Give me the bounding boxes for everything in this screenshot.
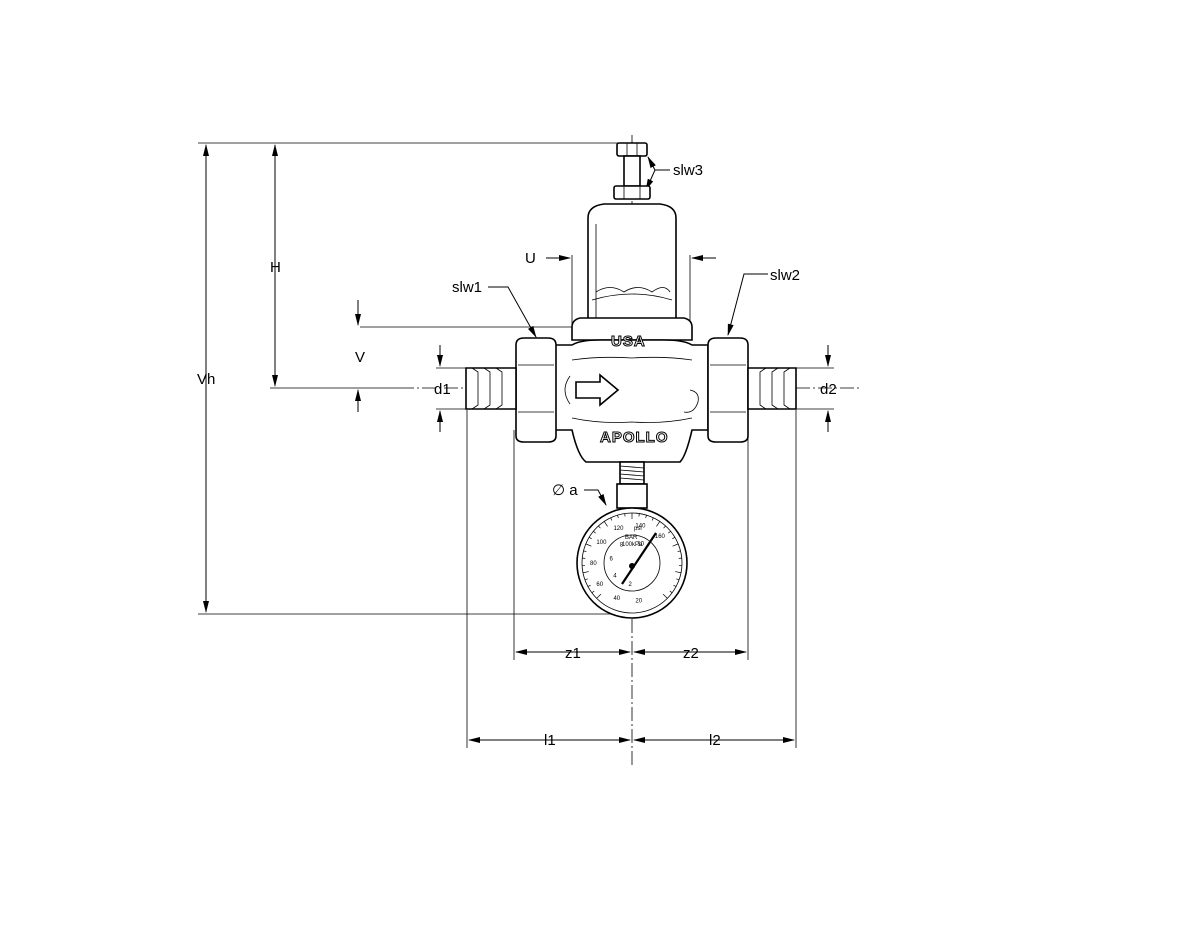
label-slw2: slw2 (770, 267, 800, 284)
gauge-tick (598, 525, 601, 529)
left-union-nut (515, 337, 557, 443)
gauge-psi-label: 20 (635, 598, 642, 604)
gauge-psi-label: 80 (590, 561, 597, 567)
gauge-tick (582, 571, 589, 574)
gauge-bar-labels: 2 4 6 8 10 (609, 541, 644, 588)
gauge-port-thread (619, 461, 645, 485)
adjusting-screw-stem (623, 155, 641, 187)
label-d2: d2 (820, 381, 837, 398)
gauge-stem (616, 483, 648, 509)
gauge-tick (583, 550, 587, 552)
label-v: V (355, 349, 365, 366)
gauge-psi-labels: 20 40 60 80 100 120 140 160 (590, 524, 666, 605)
label-vh: Vh (197, 371, 215, 388)
gauge-bar-label: 2 (629, 582, 633, 588)
label-u: U (525, 250, 536, 267)
gauge-tick (656, 521, 661, 527)
label-h: H (270, 259, 281, 276)
gauge-tick (603, 521, 608, 527)
slw1-leader (488, 286, 537, 338)
gauge-tick (675, 571, 682, 574)
gauge-unit-kpa: 100kPa (622, 542, 643, 548)
label-z1: z1 (565, 645, 581, 662)
gauge-tick-marks (582, 513, 682, 599)
gauge-tick (596, 593, 602, 599)
pressure-gauge-inner-dial (603, 534, 661, 592)
bonnet-collar (571, 317, 693, 341)
gauge-psi-label: 100 (596, 540, 607, 546)
brand-usa: USA (611, 333, 646, 350)
gauge-tick (662, 593, 668, 599)
gauge-tick (663, 525, 666, 529)
gauge-tick (588, 536, 592, 540)
gauge-bar-label: 10 (637, 541, 644, 547)
bonnet (587, 203, 677, 328)
gauge-unit-psi: psi (634, 526, 642, 532)
gauge-tick (645, 515, 647, 519)
gauge-psi-label: 160 (655, 534, 666, 540)
flow-direction-arrow (575, 373, 620, 407)
label-z2: z2 (683, 645, 699, 662)
gauge-tick (617, 515, 619, 519)
label-diameter-a: ∅ a (552, 482, 578, 499)
label-l2: l2 (709, 732, 721, 749)
dimension-labels: slw3 U H slw1 slw2 V Vh d1 d2 ∅ a z1 z2 … (197, 162, 837, 749)
gauge-tick (677, 550, 681, 552)
right-union-nut (707, 337, 749, 443)
gauge-tick (587, 584, 591, 587)
gauge-tick (610, 517, 613, 521)
valve-assembly: 20 40 60 80 100 120 140 160 2 4 6 8 10 psi BAR 100k… (465, 142, 797, 619)
leader-lines (488, 156, 768, 506)
gauge-psi-label: 140 (635, 524, 646, 530)
gauge-bar-label: 8 (620, 543, 624, 549)
brand-apollo: APOLLO (600, 429, 669, 446)
label-d1: d1 (434, 381, 451, 398)
gauge-tick (673, 584, 677, 587)
gauge-needle (621, 532, 657, 585)
label-l1: l1 (544, 732, 556, 749)
label-slw3: slw3 (673, 162, 703, 179)
gauge-tick (672, 536, 676, 540)
lock-nut (613, 185, 651, 200)
gauge-tick (651, 517, 654, 521)
gauge-tick (585, 543, 592, 547)
dimension-lines (203, 144, 831, 743)
gauge-unit-bar: BAR (625, 535, 638, 541)
slw2-leader (727, 273, 768, 336)
gauge-psi-label: 60 (596, 582, 603, 588)
gauge-tick (591, 590, 595, 594)
diameter-a-leader (584, 489, 607, 506)
gauge-bar-label: 4 (613, 574, 617, 580)
slw3-leader-bottom (645, 169, 670, 191)
extension-lines (198, 142, 834, 748)
gauge-psi-label: 40 (613, 596, 620, 602)
gauge-tick (584, 578, 588, 581)
left-pex-fitting (465, 367, 517, 410)
gauge-bar-label: 6 (609, 557, 613, 563)
label-slw1: slw1 (452, 279, 482, 296)
gauge-psi-label: 120 (613, 526, 624, 532)
gauge-tick (672, 543, 679, 547)
gauge-tick (676, 578, 680, 581)
gauge-tick (668, 531, 671, 534)
gauge-needle-hub (629, 563, 635, 569)
gauge-tick (593, 531, 596, 534)
gauge-tick (669, 590, 673, 594)
adjusting-screw-head (616, 142, 648, 157)
slw3-leader-top (647, 156, 670, 171)
